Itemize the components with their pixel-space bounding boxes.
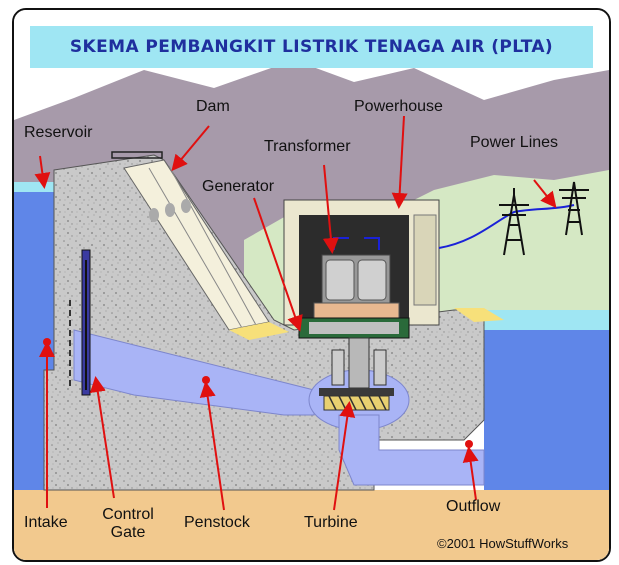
label-control-gate: Control Gate bbox=[100, 506, 156, 542]
generator-icon bbox=[298, 302, 410, 389]
label-reservoir: Reservoir bbox=[24, 124, 93, 141]
label-powerhouse: Powerhouse bbox=[354, 98, 443, 115]
plta-diagram bbox=[14, 10, 609, 560]
transmission-tower-icon bbox=[499, 188, 529, 256]
label-generator: Generator bbox=[202, 178, 275, 195]
label-transformer: Transformer bbox=[264, 138, 351, 155]
transmission-tower-icon bbox=[559, 181, 589, 236]
label-outflow: Outflow bbox=[446, 498, 501, 515]
label-control-gate-line2: Gate bbox=[110, 524, 146, 541]
label-dam: Dam bbox=[196, 98, 230, 115]
label-power-lines: Power Lines bbox=[470, 134, 559, 151]
turbine-icon bbox=[319, 388, 394, 411]
copyright-text: ©2001 HowStuffWorks bbox=[437, 536, 569, 551]
label-penstock: Penstock bbox=[184, 514, 250, 531]
title-bar: SKEMA PEMBANGKIT LISTRIK TENAGA AIR (PLT… bbox=[30, 26, 593, 68]
label-control-gate-line1: Control bbox=[102, 506, 154, 523]
arrow-pointer-icon bbox=[34, 115, 557, 511]
outflow-surface bbox=[484, 310, 609, 330]
diagram-frame: SKEMA PEMBANGKIT LISTRIK TENAGA AIR (PLT… bbox=[12, 8, 611, 562]
outflow-water bbox=[484, 330, 609, 490]
dam-railing bbox=[111, 151, 163, 159]
ground bbox=[14, 490, 609, 560]
page-title: SKEMA PEMBANGKIT LISTRIK TENAGA AIR (PLT… bbox=[69, 37, 554, 57]
label-intake: Intake bbox=[24, 514, 68, 531]
label-turbine: Turbine bbox=[304, 514, 358, 531]
